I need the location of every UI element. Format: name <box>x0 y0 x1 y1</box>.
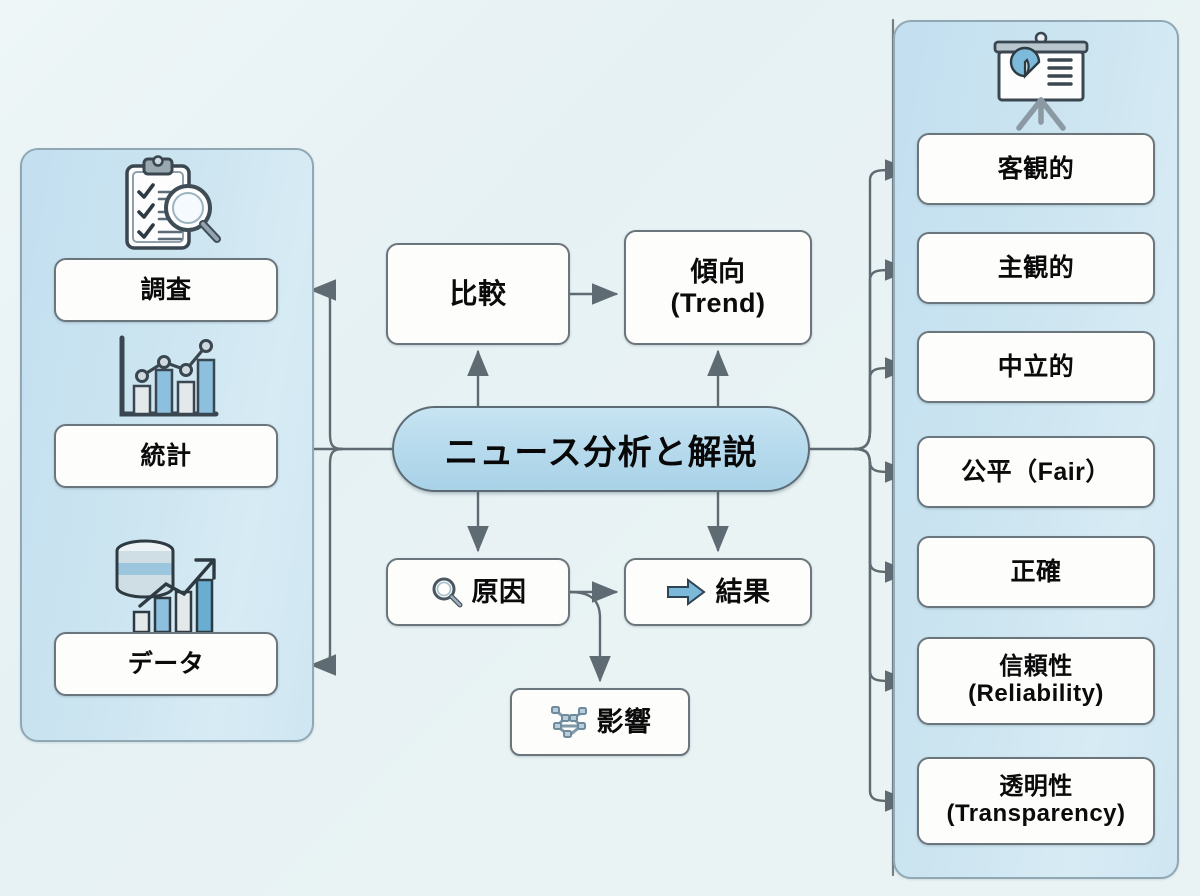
node-label: データ <box>127 650 205 678</box>
presentation-board-icon <box>993 31 1089 131</box>
node-label: 調査 <box>140 276 192 304</box>
central-node-label: ニュース分析と解説 <box>444 433 758 472</box>
node-neutral[interactable]: 中立的 <box>917 331 1155 403</box>
node-label: 正確 <box>1010 558 1062 586</box>
node-label: 統計 <box>140 442 192 470</box>
database-growth-icon <box>115 539 216 634</box>
node-label: 傾向 (Trend) <box>670 257 766 318</box>
network-nodes-icon <box>550 706 587 738</box>
node-impact[interactable]: 影響 <box>510 688 690 756</box>
bar-chart-line-icon <box>119 335 219 417</box>
node-label: 原因 <box>471 576 527 607</box>
node-label: 結果 <box>715 576 771 607</box>
node-reliability[interactable]: 信頼性 (Reliability) <box>917 637 1155 725</box>
blue-right-arrow-icon <box>666 578 706 606</box>
magnifier-icon <box>432 577 462 608</box>
node-subjective[interactable]: 主観的 <box>917 232 1155 304</box>
node-compare[interactable]: 比較 <box>386 243 570 345</box>
node-label: 影響 <box>596 706 652 737</box>
node-label: 中立的 <box>997 353 1075 381</box>
node-label: 透明性 (Transparency) <box>946 773 1126 827</box>
node-result[interactable]: 結果 <box>624 558 812 626</box>
node-survey[interactable]: 調査 <box>54 258 278 322</box>
node-label: 比較 <box>449 278 507 310</box>
node-trend[interactable]: 傾向 (Trend) <box>624 230 812 345</box>
node-statistics[interactable]: 統計 <box>54 424 278 488</box>
node-label: 客観的 <box>997 155 1075 183</box>
node-cause[interactable]: 原因 <box>386 558 570 626</box>
node-label: 公平（Fair） <box>961 458 1111 486</box>
node-label: 主観的 <box>997 254 1075 282</box>
node-objective[interactable]: 客観的 <box>917 133 1155 205</box>
node-data[interactable]: データ <box>54 632 278 696</box>
node-transparency[interactable]: 透明性 (Transparency) <box>917 757 1155 845</box>
node-fair[interactable]: 公平（Fair） <box>917 436 1155 508</box>
node-accurate[interactable]: 正確 <box>917 536 1155 608</box>
central-node[interactable]: ニュース分析と解説 <box>392 406 810 492</box>
node-label: 信頼性 (Reliability) <box>968 653 1104 707</box>
clipboard-search-icon <box>125 155 221 250</box>
